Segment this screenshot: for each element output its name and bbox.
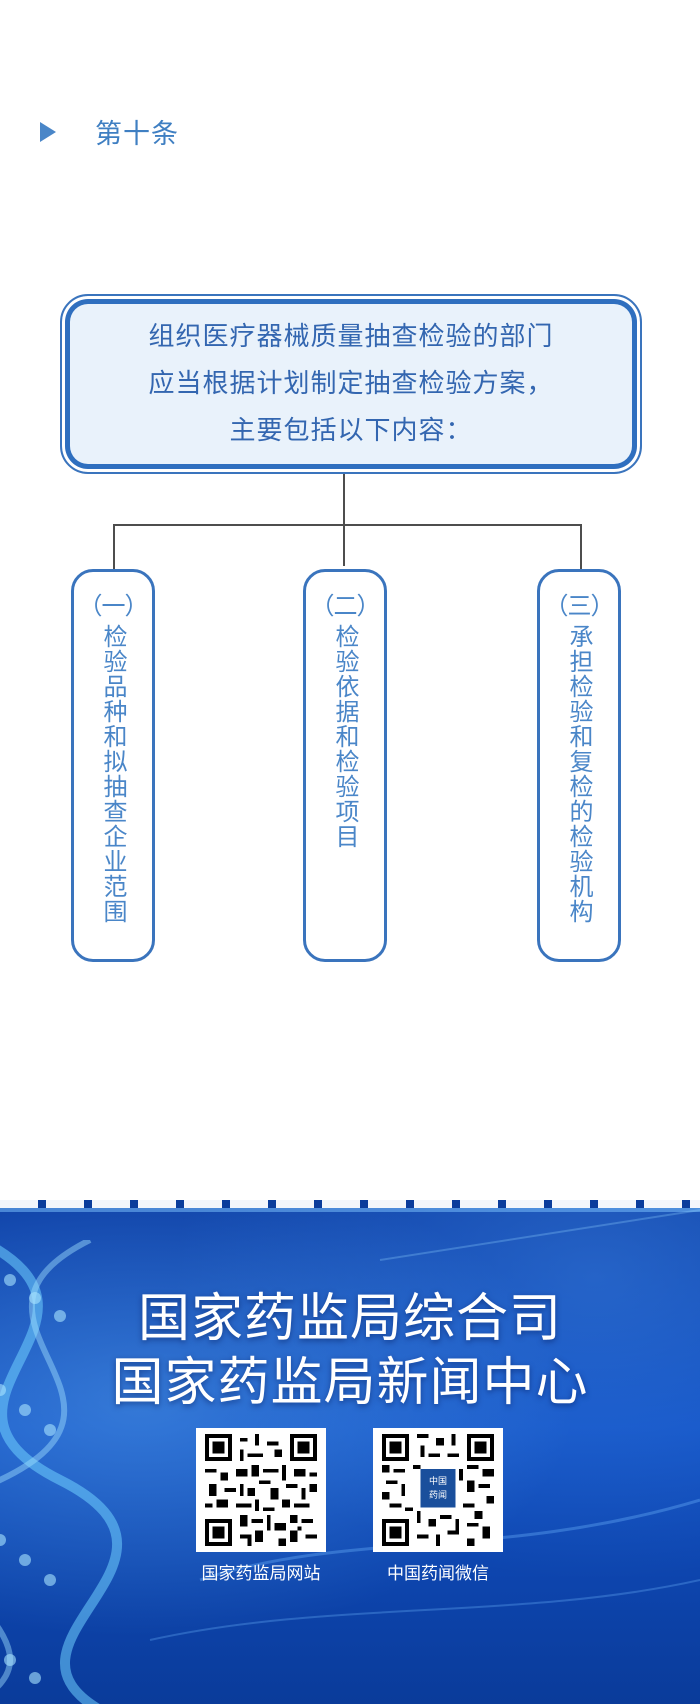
item-number-2: （二） bbox=[310, 592, 381, 620]
summary-line-3: 主要包括以下内容： bbox=[229, 416, 473, 446]
play-triangle-icon bbox=[40, 121, 56, 142]
summary-line-2: 应当根据计划制定抽查检验方案， bbox=[148, 369, 554, 399]
wechat-logo-badge: 中国药闻 bbox=[423, 1472, 453, 1506]
qr-label-wechat: 中国药闻微信 bbox=[387, 1564, 489, 1584]
connector-vertical-main bbox=[343, 474, 345, 566]
qr-code-icon bbox=[205, 1434, 317, 1546]
connector-horizontal bbox=[113, 524, 582, 526]
item-text-1: 检验品种和拟抽查企业范围 bbox=[99, 624, 127, 924]
item-number-1: （一） bbox=[78, 592, 149, 620]
qr-code-wechat[interactable]: 中国药闻 bbox=[373, 1428, 503, 1552]
item-text-2: 检验依据和检验项目 bbox=[331, 624, 359, 849]
footer-banner bbox=[0, 1200, 700, 1704]
qr-label-website: 国家药监局网站 bbox=[201, 1564, 321, 1584]
article-title: 第十条 bbox=[95, 119, 179, 150]
wechat-logo-text: 中国药闻 bbox=[428, 1477, 447, 1501]
item-box-3: （三） 承担检验和复检的检验机构 bbox=[537, 569, 621, 962]
item-box-1: （一） 检验品种和拟抽查企业范围 bbox=[71, 569, 155, 962]
footer-glow-line bbox=[0, 1208, 700, 1212]
qr-code-website[interactable] bbox=[196, 1428, 326, 1552]
connector-right-drop bbox=[580, 524, 582, 569]
summary-line-1: 组织医疗器械质量抽查检验的部门 bbox=[148, 322, 554, 352]
item-box-2: （二） 检验依据和检验项目 bbox=[303, 569, 387, 962]
footer-org-line-1: 国家药监局综合司 bbox=[137, 1289, 562, 1349]
qr-code-icon bbox=[382, 1434, 494, 1546]
item-text-3: 承担检验和复检的检验机构 bbox=[565, 624, 593, 924]
item-number-3: （三） bbox=[544, 592, 615, 620]
connector-left-drop bbox=[113, 524, 115, 569]
dna-helix-decoration bbox=[0, 1240, 122, 1704]
summary-text: 组织医疗器械质量抽查检验的部门 应当根据计划制定抽查检验方案， 主要包括以下内容… bbox=[62, 314, 640, 455]
footer-org-line-2: 国家药监局新闻中心 bbox=[111, 1353, 589, 1413]
summary-box: 组织医疗器械质量抽查检验的部门 应当根据计划制定抽查检验方案， 主要包括以下内容… bbox=[60, 294, 642, 474]
summary-box-inner bbox=[76, 308, 626, 460]
footer-dashed-border bbox=[0, 1200, 700, 1208]
article-heading: 第十条 bbox=[40, 112, 179, 151]
